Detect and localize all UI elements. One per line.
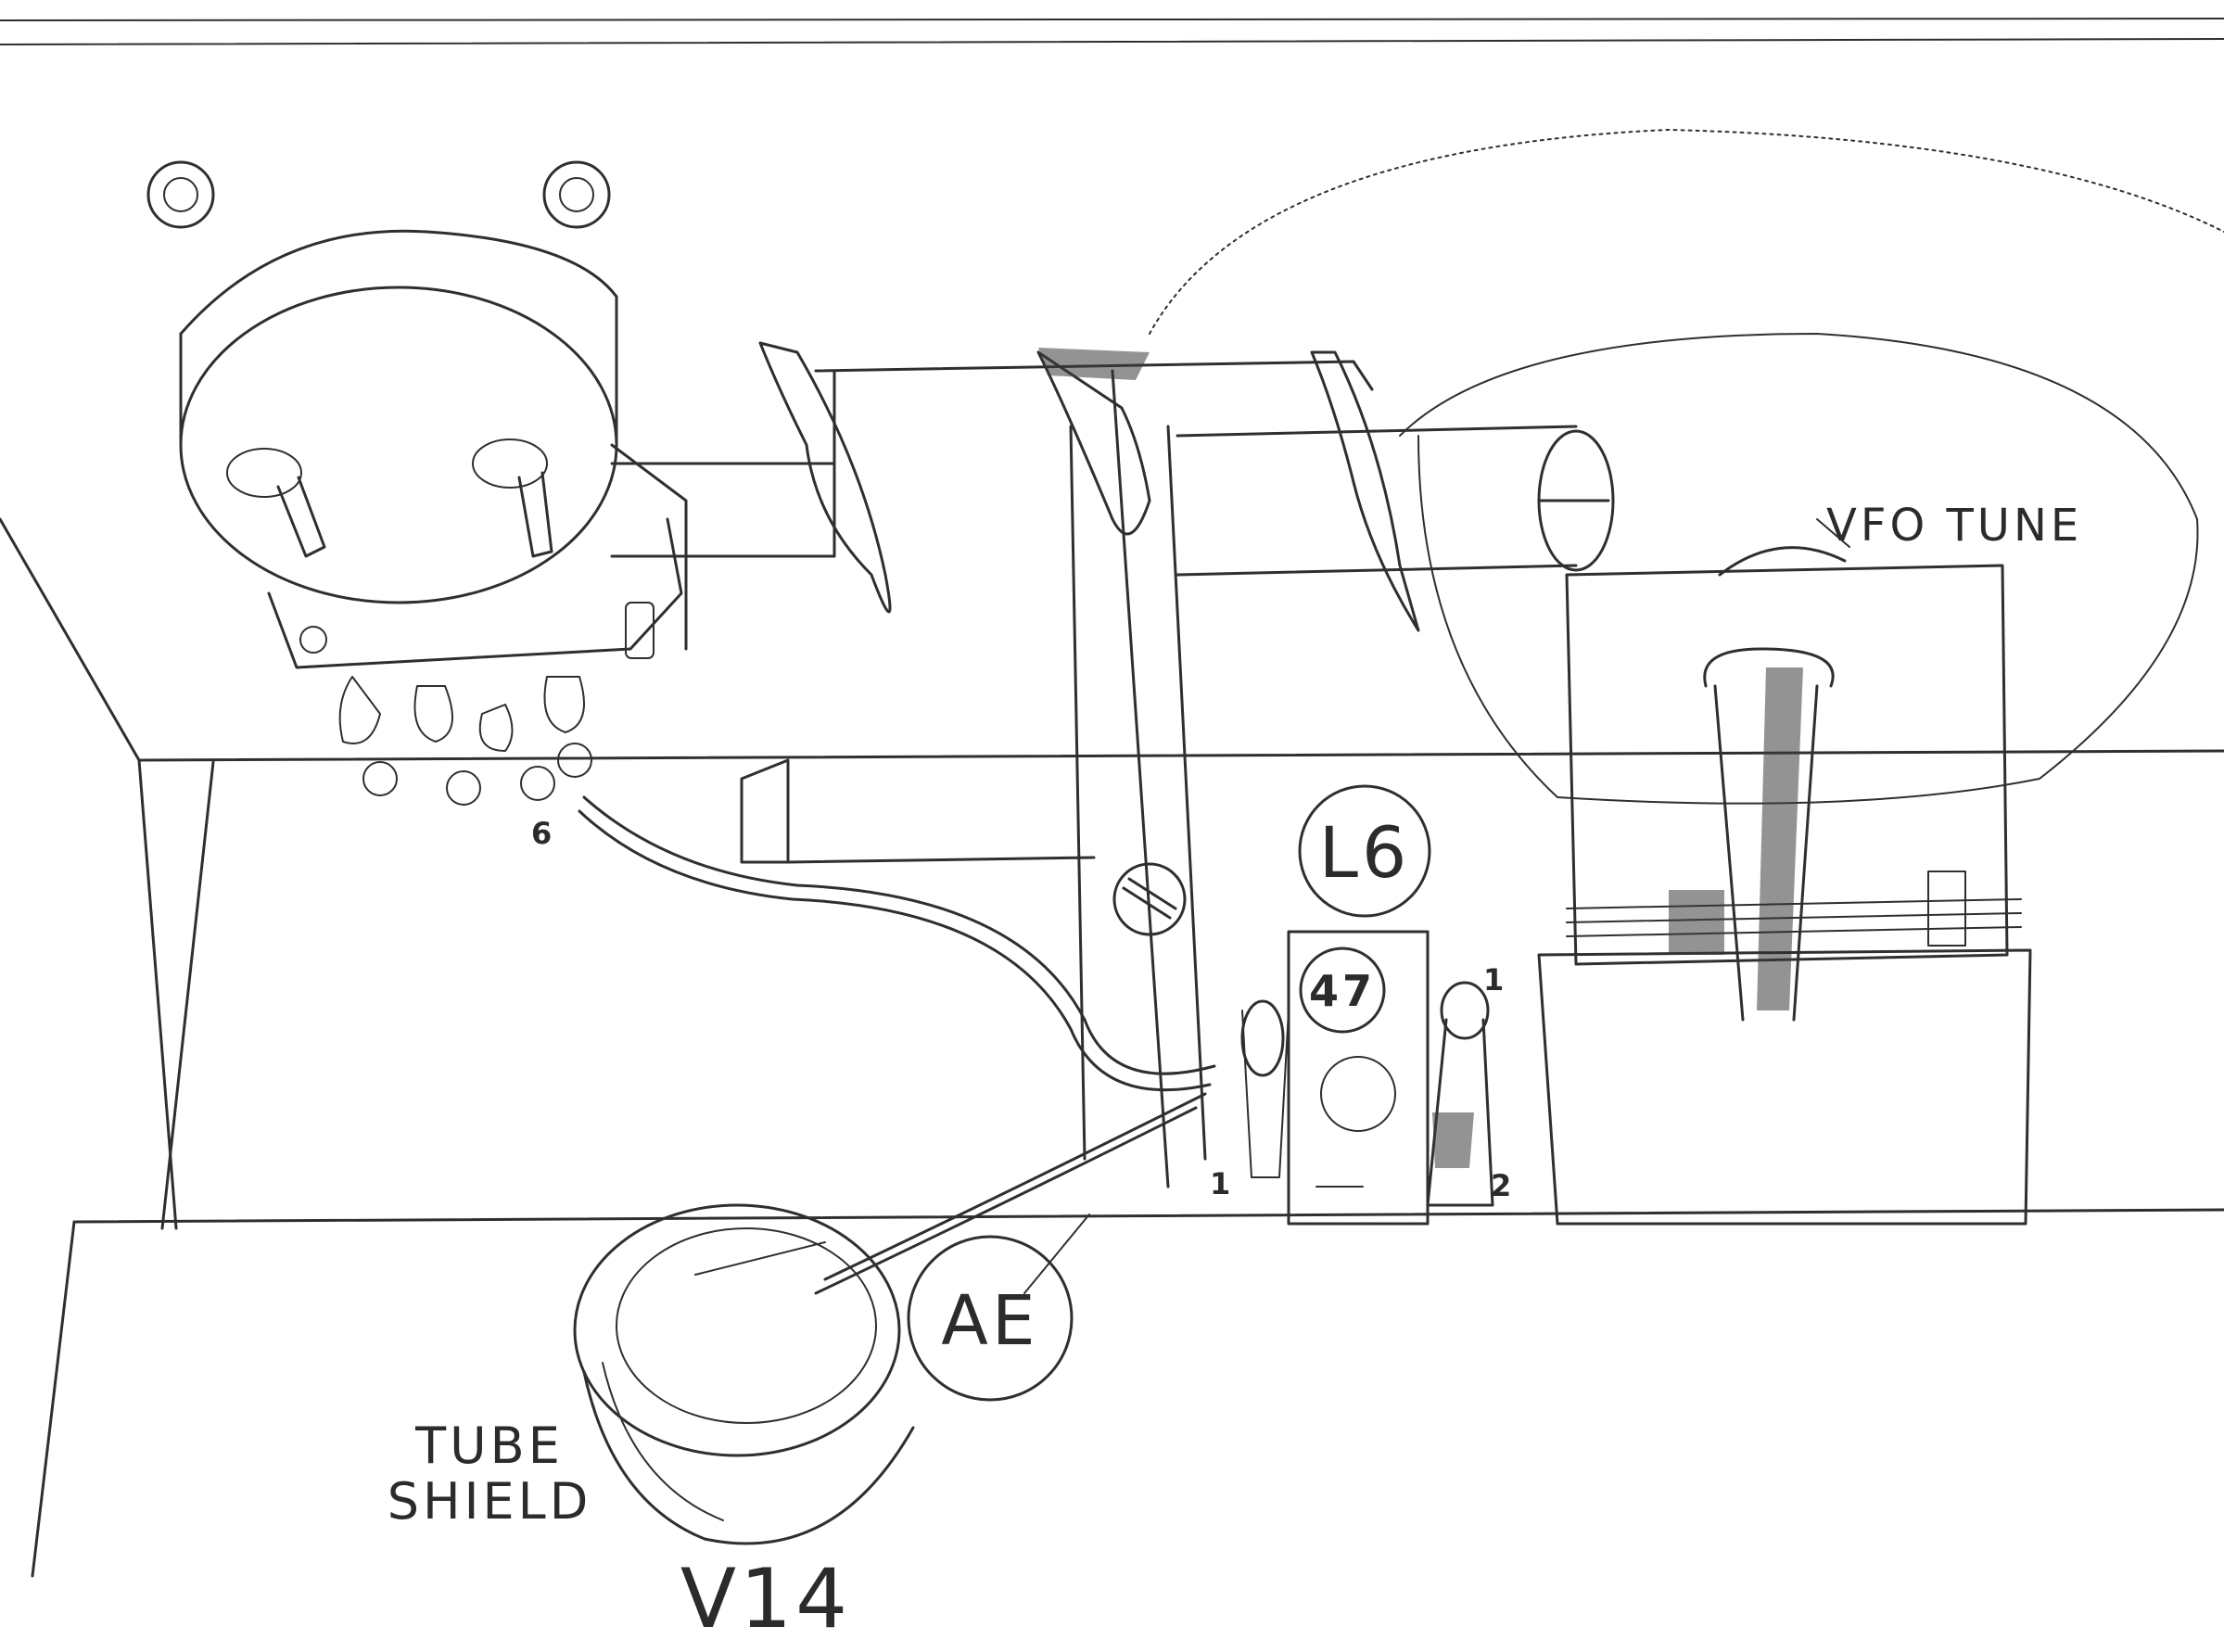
rotary-switch [179,229,688,669]
vfo-tune-label: VFO TUNE [1826,500,2082,552]
tube-shield-label-line2: SHIELD [388,1472,592,1531]
terminal-6-label: 6 [531,816,552,851]
terminal-1-left-label: 1 [1210,1166,1230,1201]
c47-callout [1299,947,1386,1034]
switch-terminals [338,676,592,806]
trimmer-area [1240,930,1494,1226]
screw-head [1112,862,1187,936]
vfo-tuning-capacitor [1537,546,2032,1226]
tube-shield-label-line1: TUBE [414,1417,564,1475]
shaft-coupling [610,341,1615,1188]
ae-callout [907,1235,1074,1402]
leader-lines [1023,518,1850,1294]
dial-outline [1149,129,2224,805]
terminal-1-right-label: 1 [1483,962,1504,998]
lead-wires [578,795,1216,1295]
ae-label: AE [941,1281,1038,1361]
l6-label: L6 [1319,811,1411,894]
top-border [0,18,2224,45]
v14-label: V14 [680,1551,851,1646]
c47-label: 47 [1309,966,1376,1016]
tube-shield [573,1203,915,1545]
l6-callout [1298,784,1431,918]
mounting-nut-right [542,160,611,229]
terminal-2-label: 2 [1491,1168,1511,1203]
chassis-outline [0,517,2224,1578]
mounting-nut-left [146,160,215,229]
